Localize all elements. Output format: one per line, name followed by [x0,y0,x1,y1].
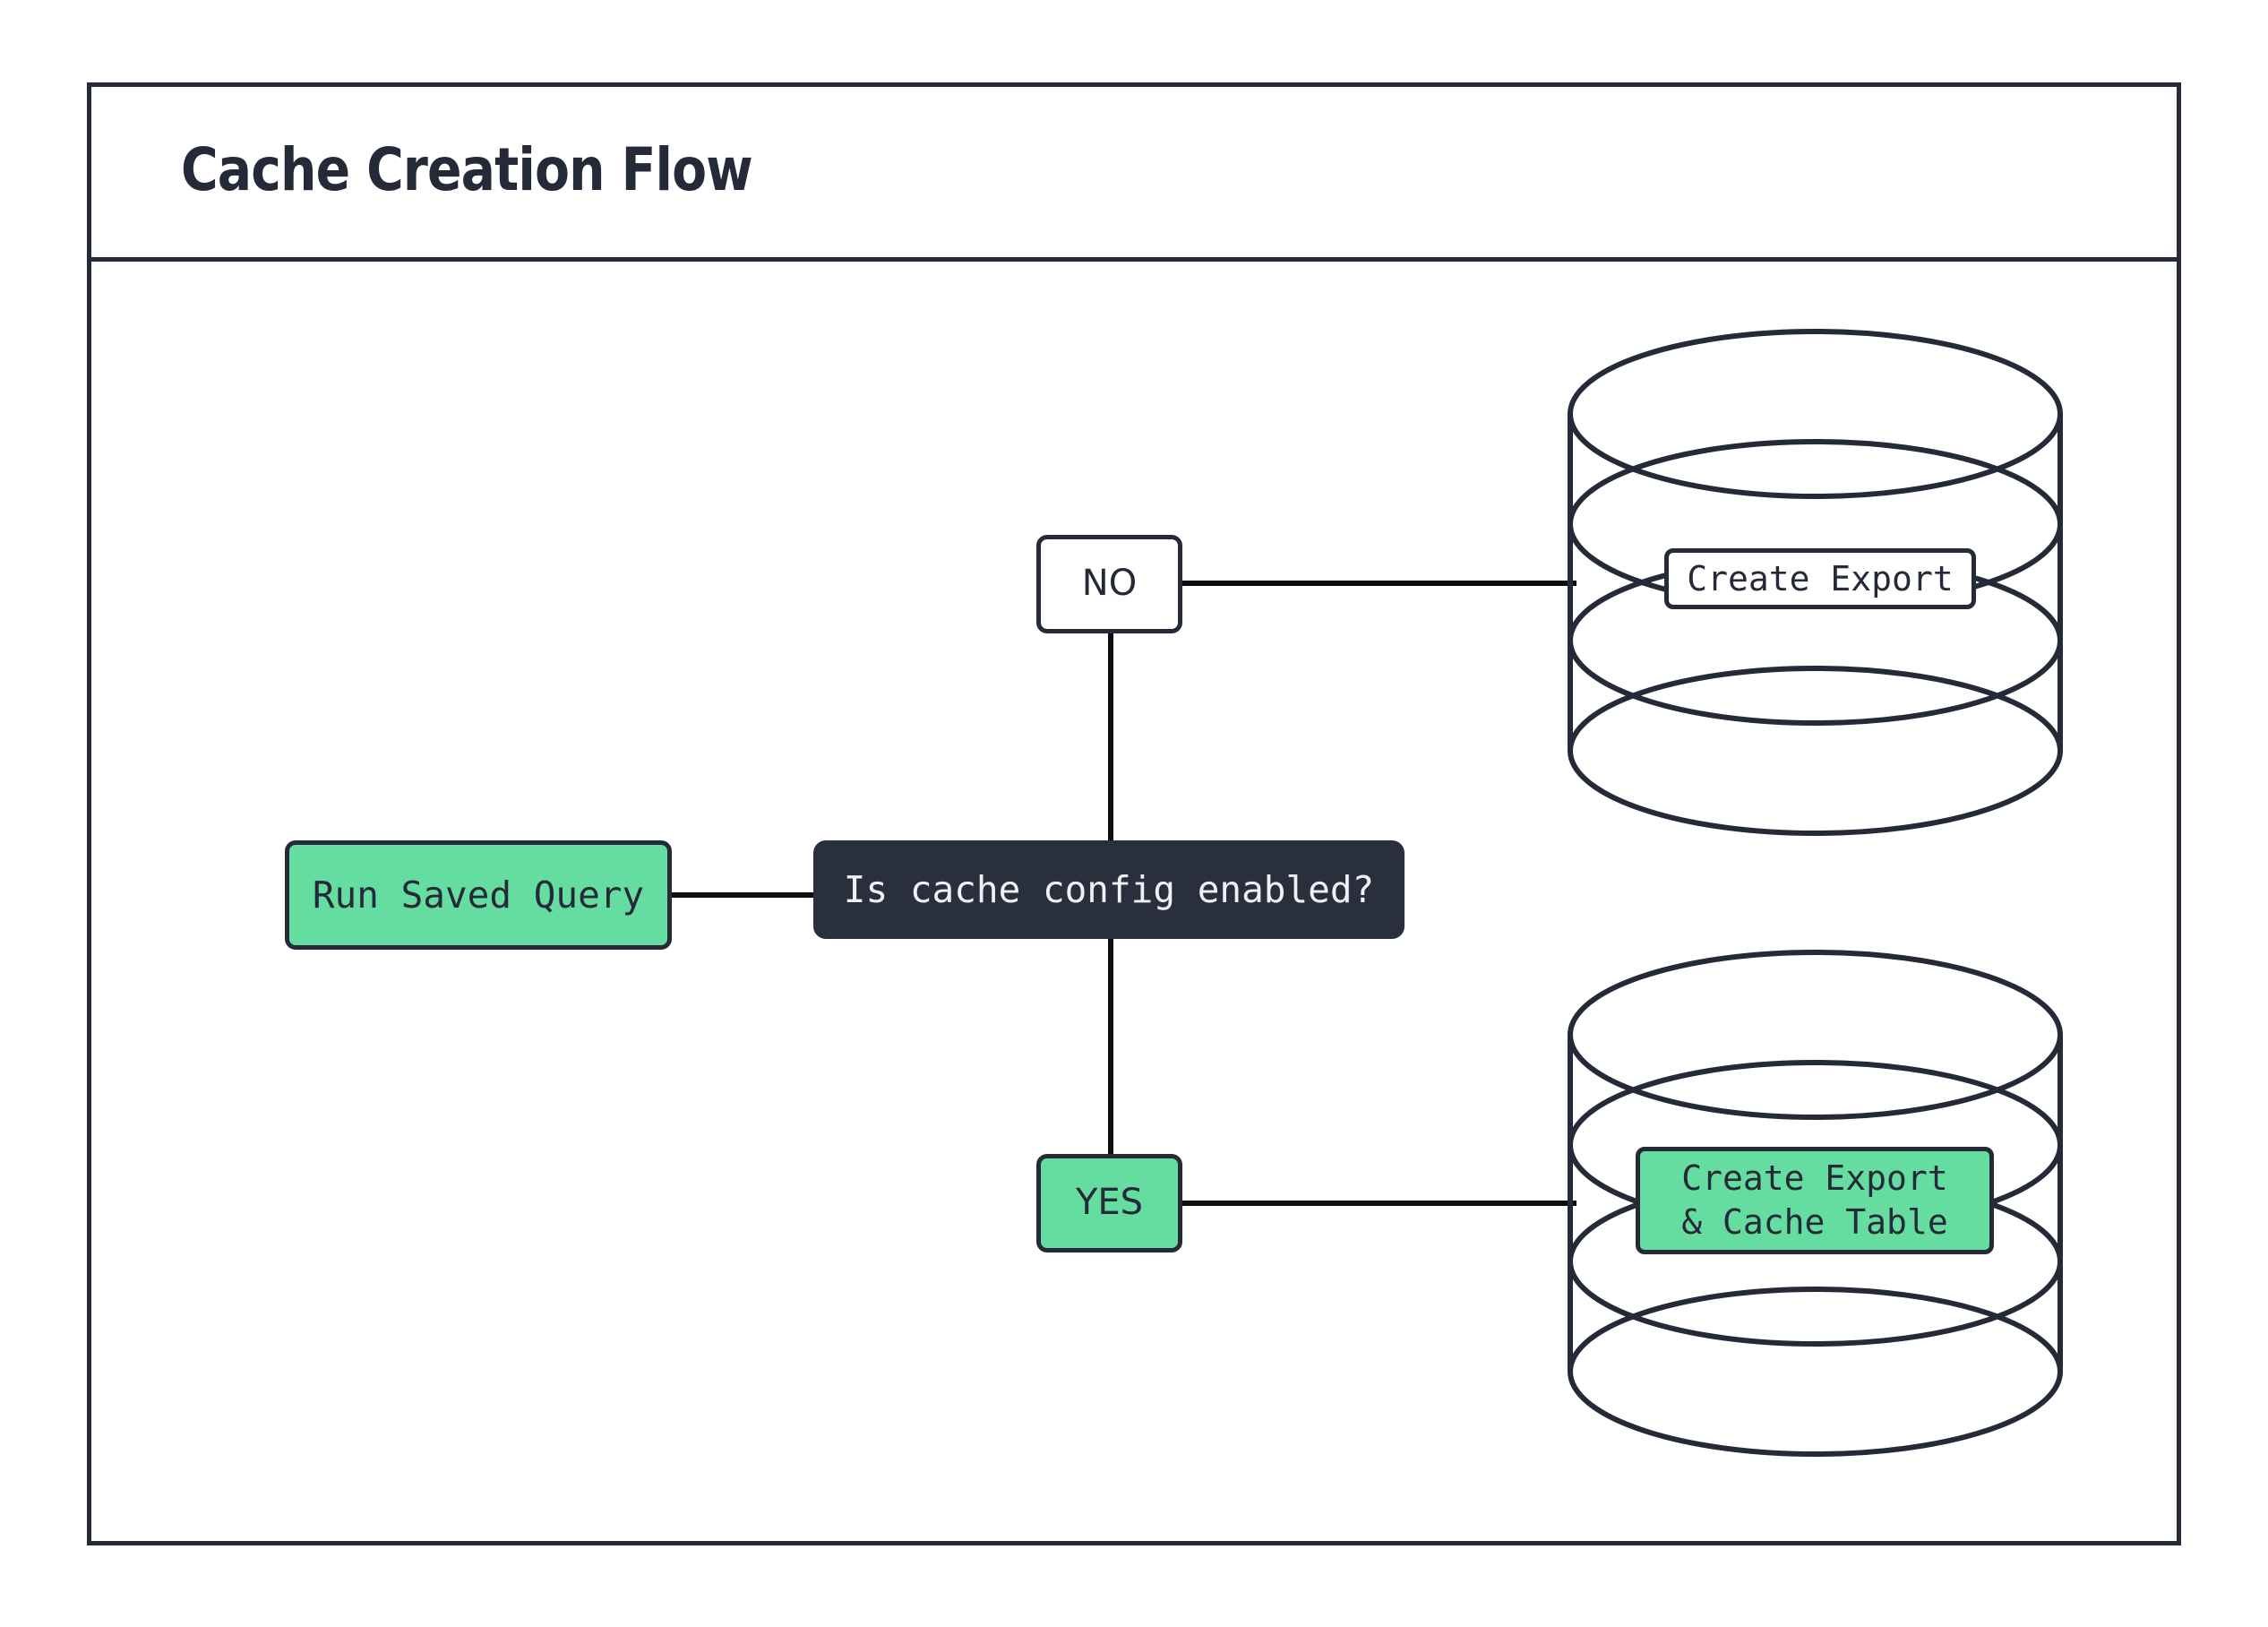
db-label-create-export[interactable]: Create Export [1664,548,1976,609]
db-label-create-export-and-cache-table[interactable]: Create Export & Cache Table [1636,1147,1994,1254]
title-bar: Cache Creation Flow [87,82,2181,262]
node-decision-is-cache-config-enabled[interactable]: Is cache config enabled? [813,840,1405,939]
branch-label-no[interactable]: NO [1036,535,1182,633]
diagram-frame [87,82,2181,1545]
node-run-saved-query[interactable]: Run Saved Query [285,840,672,950]
page-title: Cache Creation Flow [181,135,753,204]
branch-label-yes[interactable]: YES [1036,1154,1182,1253]
